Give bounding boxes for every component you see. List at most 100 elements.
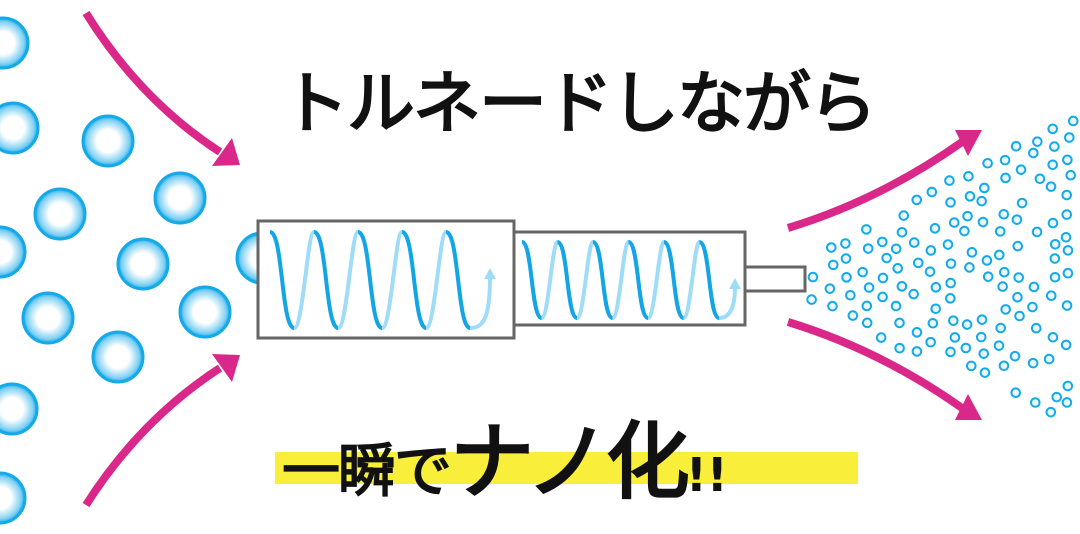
nano-bubble <box>1049 141 1060 152</box>
nano-bubble <box>1062 245 1074 256</box>
nano-bubble <box>1016 197 1028 209</box>
spiral-arrow-icon <box>484 268 496 279</box>
nano-bubble <box>1045 290 1057 302</box>
nano-bubble <box>926 186 938 198</box>
nano-bubble <box>1014 310 1025 322</box>
nano-bubble <box>930 282 942 293</box>
arrowhead-icon <box>212 138 240 166</box>
nano-bubble <box>840 238 851 249</box>
nano-bubble <box>965 360 977 372</box>
spiral-back <box>336 230 360 330</box>
nano-bubble <box>930 303 942 315</box>
arrow-shaft <box>82 10 223 156</box>
spiral-front <box>356 230 384 330</box>
spiral-front <box>312 230 340 330</box>
nano-bubble <box>1031 226 1043 238</box>
nano-bubble <box>997 281 1008 292</box>
nano-bubble <box>999 154 1011 166</box>
bubble <box>0 101 40 155</box>
nano-bubble <box>894 317 905 329</box>
nano-bubble <box>976 314 988 325</box>
nano-bubble <box>942 239 954 250</box>
bubble <box>116 237 170 291</box>
nano-bubble <box>1027 301 1038 313</box>
small-chamber <box>512 230 747 327</box>
nano-bubble <box>1045 406 1057 418</box>
spiral-back <box>646 240 666 320</box>
tornado-spirals <box>268 230 741 330</box>
nano-bubble <box>1030 322 1042 334</box>
nano-bubble <box>979 182 990 194</box>
nano-bubble <box>847 310 859 321</box>
nano-bubble <box>960 342 972 354</box>
highlight-band <box>275 452 858 484</box>
nano-bubble <box>806 294 817 305</box>
nano-bubble <box>1034 173 1046 185</box>
arrowhead-icon <box>955 394 982 420</box>
nano-bubble <box>911 327 923 338</box>
nano-bubble <box>912 257 924 269</box>
arrowhead-icon <box>212 354 240 382</box>
nano-bubble <box>1047 123 1058 135</box>
nano-bubble <box>876 236 888 248</box>
nano-bubble <box>807 271 819 283</box>
nano-bubble <box>959 225 970 237</box>
nano-bubble <box>1011 214 1023 225</box>
nano-bubble <box>925 245 937 256</box>
nano-bubble <box>1032 136 1043 147</box>
nano-bubble <box>945 197 956 208</box>
nano-bubble <box>1028 281 1040 293</box>
nano-bubble <box>1049 271 1061 283</box>
nano-bubble <box>875 332 887 343</box>
nano-bubble <box>1051 391 1063 403</box>
nano-bubble <box>994 226 1006 237</box>
nano-bubble <box>1012 240 1024 252</box>
spiral-front <box>662 240 685 320</box>
nano-bubble <box>961 319 973 330</box>
bubble <box>0 16 30 70</box>
nano-bubble <box>857 266 868 278</box>
nano-bubble <box>890 300 902 312</box>
nano-bubble <box>945 293 956 304</box>
nano-bubble <box>845 289 856 301</box>
nano-bubble <box>1047 159 1059 171</box>
nano-bubble <box>945 346 956 358</box>
nano-bubble <box>993 249 1005 261</box>
caption-text: 一瞬でナノ化!! <box>282 395 728 516</box>
nano-bubble <box>1009 350 1021 362</box>
nano-bubble <box>827 300 838 312</box>
nano-bubble <box>1030 397 1041 408</box>
nano-bubble <box>964 191 976 202</box>
nano-bubbles <box>806 115 1079 418</box>
spiral-front <box>698 240 721 320</box>
nano-bubble <box>1062 267 1074 279</box>
nano-bubble <box>979 367 991 378</box>
spiral-back <box>539 240 560 320</box>
bubble <box>21 291 75 345</box>
spiral-arrow-icon <box>729 278 741 289</box>
nano-bubble <box>881 252 892 264</box>
headline-text: トルネードしながら <box>280 65 877 144</box>
arrow-shaft <box>786 318 965 412</box>
nano-bubble <box>1067 115 1079 127</box>
nano-bubble <box>1061 300 1073 311</box>
nano-bubble <box>1061 397 1073 408</box>
nano-bubble <box>877 291 888 303</box>
caption-part-exclaim: !! <box>685 448 728 502</box>
nano-bubble <box>1027 357 1039 369</box>
nano-bubble <box>948 217 960 228</box>
spiral-front <box>400 230 428 330</box>
nozzle <box>743 265 807 293</box>
spiral-front <box>444 230 472 330</box>
nano-bubble <box>861 300 873 312</box>
nano-bubble <box>908 288 919 300</box>
nano-bubble <box>840 253 852 264</box>
nano-bubble <box>998 360 1010 372</box>
nano-bubble <box>975 331 987 343</box>
nano-bubble <box>1060 231 1072 243</box>
tornado-device <box>256 219 807 340</box>
spiral-front <box>268 230 296 330</box>
arrowhead-icon <box>955 130 982 156</box>
nano-bubble <box>945 258 957 269</box>
bubble <box>33 187 87 241</box>
